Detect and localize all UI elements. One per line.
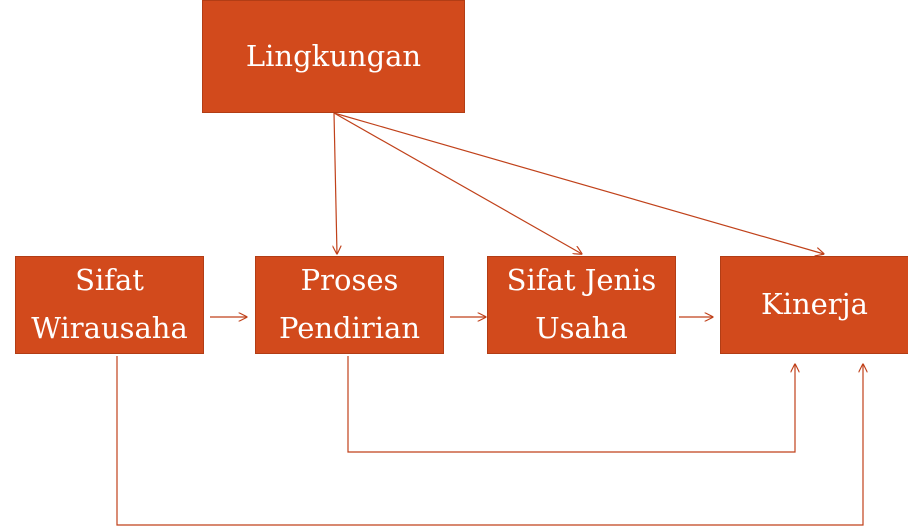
arrow-lingkungan-to-kinerja bbox=[333, 112, 824, 254]
proses-pendirian-label: Proses Pendirian bbox=[279, 263, 420, 345]
arrow-sifat-wirausaha-to-kinerja bbox=[116, 356, 863, 526]
lingkungan-label: Lingkungan bbox=[245, 38, 422, 73]
arrow-lingkungan-to-sifat-jenis-usaha bbox=[333, 112, 582, 254]
sifat-jenis-usaha-box: Sifat Jenis Usaha bbox=[487, 256, 676, 354]
kinerja-box: Kinerja bbox=[720, 256, 908, 354]
sifat-wirausaha-box: Sifat Wirausaha bbox=[15, 256, 204, 354]
proses-pendirian-box: Proses Pendirian bbox=[255, 256, 444, 354]
sifat-jenis-usaha-label: Sifat Jenis Usaha bbox=[506, 263, 657, 345]
kinerja-label: Kinerja bbox=[761, 287, 868, 322]
sifat-wirausaha-label: Sifat Wirausaha bbox=[31, 263, 188, 345]
arrow-proses-pendirian-to-kinerja bbox=[347, 356, 795, 453]
arrow-lingkungan-to-proses-pendirian bbox=[334, 112, 337, 254]
lingkungan-box: Lingkungan bbox=[202, 0, 465, 113]
